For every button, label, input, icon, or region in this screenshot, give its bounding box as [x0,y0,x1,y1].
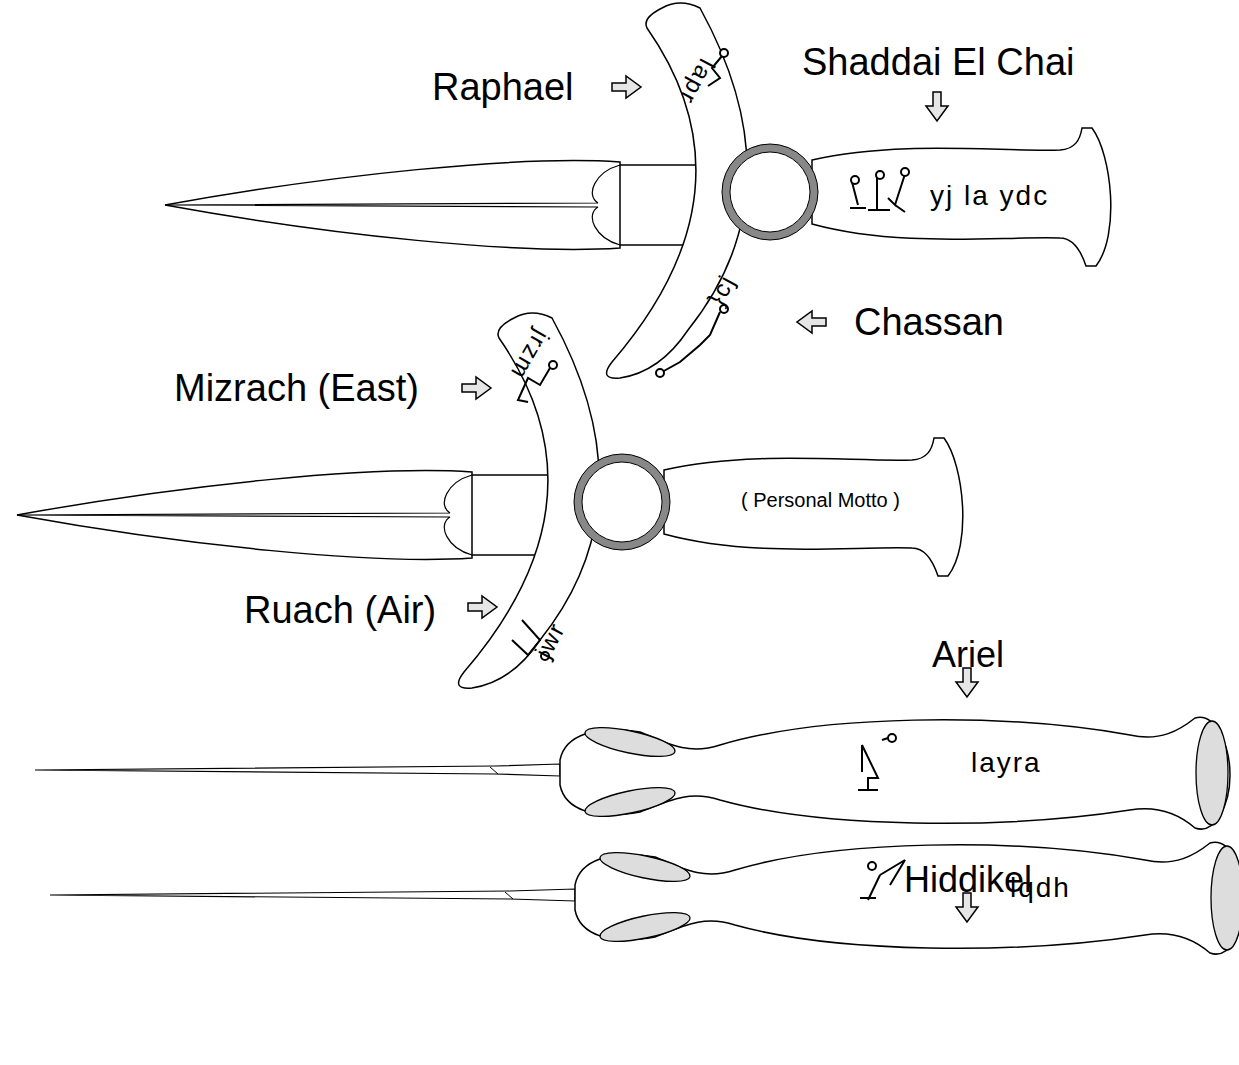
part-label: Mizrach (East) [174,369,419,407]
part-label: Ruach (Air) [244,591,436,629]
part-label: Chassan [854,303,1004,341]
hebrew-inscription: layra [971,749,1042,777]
motto-placeholder: ( Personal Motto ) [741,490,900,510]
hebrew-inscription: yj la ydc [930,182,1049,210]
hebrew-inscription: lqdh [1010,874,1071,902]
part-label: Shaddai El Chai [802,43,1075,81]
part-label: Ariel [932,637,1004,673]
part-label: Raphael [432,68,574,106]
